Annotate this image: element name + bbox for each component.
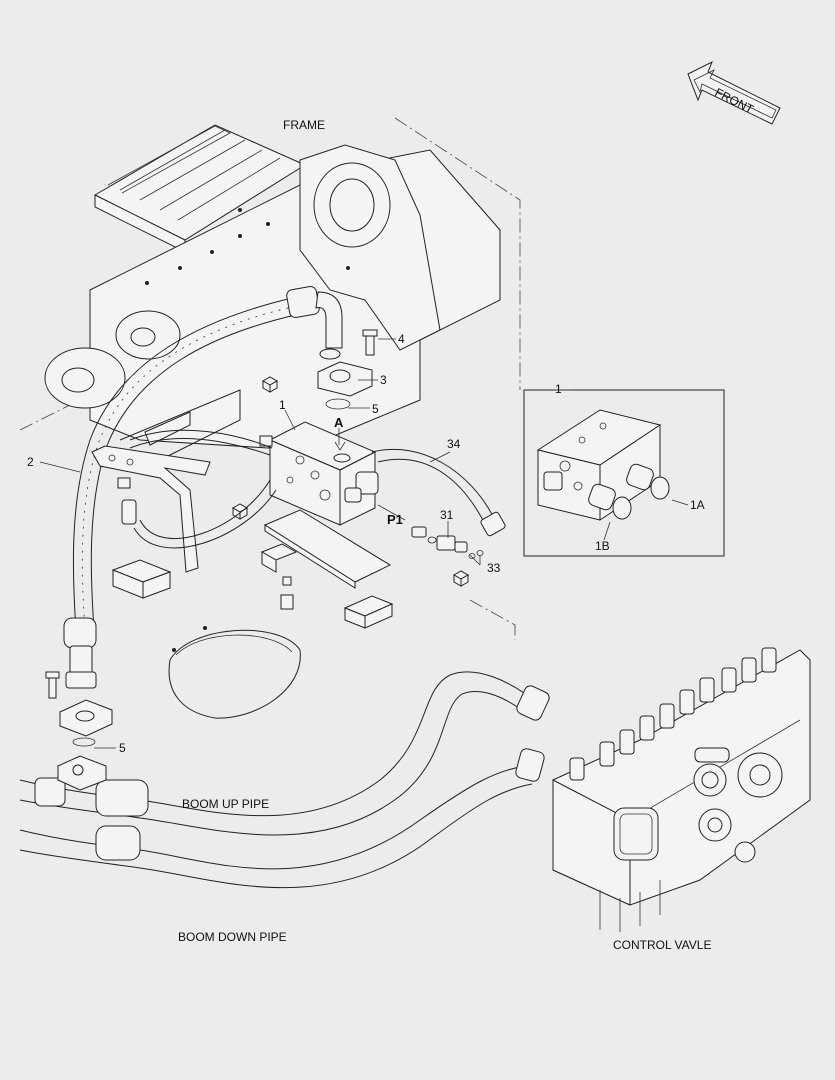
fittings-31-33: [411, 526, 484, 559]
callout-2: 2: [27, 455, 34, 469]
callout-1b: 1B: [595, 539, 610, 553]
bracket-arm: [91, 445, 211, 573]
hose-2: [63, 286, 343, 689]
upper-flange-assembly: [317, 329, 378, 410]
small-cubes: [231, 376, 470, 587]
callout-33: 33: [487, 561, 501, 575]
callout-5-bottom: 5: [119, 741, 126, 755]
control-valve-label: CONTROL VAVLE: [613, 938, 711, 952]
callout-5-top: 5: [372, 402, 379, 416]
callout-1a: 1A: [690, 498, 705, 512]
control-valve: [552, 647, 811, 932]
frame-pads: [111, 559, 394, 629]
callout-3: 3: [380, 373, 387, 387]
front-arrow-icon: [687, 60, 781, 125]
frame-label: FRAME: [283, 118, 325, 132]
callout-1-inset: 1: [555, 382, 562, 396]
valve-block-1: [259, 421, 379, 526]
boom-down-pipe: [19, 764, 533, 889]
inset-box: [523, 389, 725, 557]
callout-34: 34: [447, 437, 461, 451]
boom-up-pipe-label: BOOM UP PIPE: [182, 797, 269, 811]
callout-1: 1: [279, 398, 286, 412]
leader-lines: [39, 338, 689, 749]
lower-flange-assembly: [45, 671, 113, 747]
frame-opening: [168, 626, 301, 719]
port-a-label: A: [334, 415, 344, 430]
boom-down-pipe-label: BOOM DOWN PIPE: [178, 930, 287, 944]
pipe-clamps: [34, 685, 550, 861]
callout-4: 4: [398, 332, 405, 346]
mounting-plate: [260, 509, 392, 610]
callout-31: 31: [440, 508, 454, 522]
port-p1-label: P1: [387, 512, 403, 527]
pilot-line-34: [129, 429, 506, 549]
